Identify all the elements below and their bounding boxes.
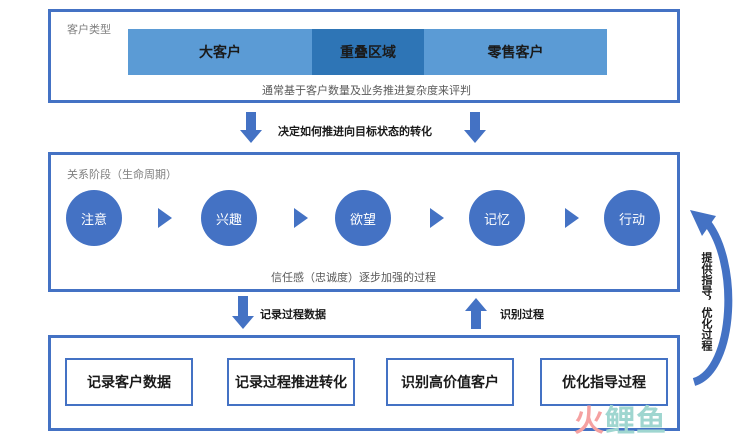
stage-arrow-4 xyxy=(565,208,579,228)
connector-left-label: 记录过程数据 xyxy=(260,308,326,321)
stage-action: 行动 xyxy=(604,190,660,246)
stage-attention: 注意 xyxy=(66,190,122,246)
action-record-customer-data: 记录客户数据 xyxy=(65,358,193,406)
relationship-title: 关系阶段（生命周期） xyxy=(67,168,177,181)
band-overlap: 重叠区域 xyxy=(312,29,424,75)
connector-right-label: 识别过程 xyxy=(500,308,544,321)
action-optimize-guidance: 优化指导过程 xyxy=(540,358,668,406)
stage-interest: 兴趣 xyxy=(201,190,257,246)
relationship-caption: 信任感（忠诚度）逐步加强的过程 xyxy=(271,271,436,284)
stage-desire: 欲望 xyxy=(335,190,391,246)
customer-type-title: 客户类型 xyxy=(67,23,111,36)
watermark-part-1: 火 xyxy=(574,404,605,439)
stage-arrow-1 xyxy=(158,208,172,228)
action-identify-high-value: 识别高价值客户 xyxy=(386,358,514,406)
watermark-logo: 火鲤鱼 xyxy=(574,396,667,440)
stage-arrow-2 xyxy=(294,208,308,228)
connector-top-label: 决定如何推进向目标状态的转化 xyxy=(278,125,432,138)
stage-memory: 记忆 xyxy=(469,190,525,246)
action-record-process: 记录过程推进转化 xyxy=(227,358,355,406)
band-retail: 零售客户 xyxy=(424,29,607,75)
customer-type-panel: 客户类型 大客户 重叠区域 零售客户 通常基于客户数量及业务推进复杂度来评判 xyxy=(48,9,680,103)
feedback-label: 提供指导，优化过程 xyxy=(700,252,713,351)
stage-arrow-3 xyxy=(430,208,444,228)
band-key-accounts: 大客户 xyxy=(128,29,312,75)
customer-type-caption: 通常基于客户数量及业务推进复杂度来评判 xyxy=(262,84,471,97)
watermark-part-2: 鲤鱼 xyxy=(605,404,667,439)
